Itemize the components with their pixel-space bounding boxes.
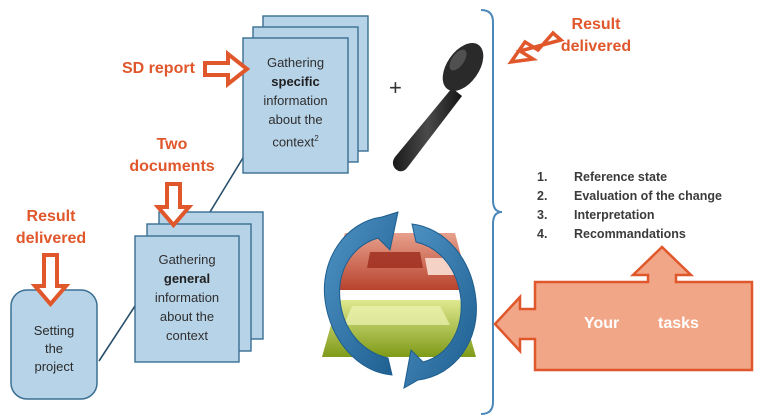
specific-doc-text: Gathering specific information about the… bbox=[243, 53, 348, 151]
task-item: 3. Interpretation bbox=[537, 206, 722, 225]
arrow-result-delivered-left bbox=[30, 253, 71, 308]
red-layer-patch-dark bbox=[367, 252, 423, 268]
task-text: Reference state bbox=[574, 170, 668, 184]
microphone-handle bbox=[392, 88, 462, 172]
task-item: 4. Recommandations bbox=[537, 225, 722, 244]
task-item: 1. Reference state bbox=[537, 168, 722, 187]
your-tasks-word-1: Your bbox=[584, 315, 620, 332]
general-doc-line-1: Gathering bbox=[158, 252, 216, 267]
your-tasks-shape bbox=[493, 245, 754, 372]
task-number: 3. bbox=[537, 208, 548, 222]
cycle-arrow-right bbox=[403, 223, 477, 389]
general-doc-page-front bbox=[134, 235, 240, 363]
general-doc-stack bbox=[134, 211, 264, 363]
setting-project-line-1: Setting bbox=[33, 323, 75, 338]
result-delivered-left-label: Result delivered bbox=[9, 206, 93, 250]
general-doc-line-5: context bbox=[166, 328, 208, 343]
general-doc-keyword: general bbox=[163, 271, 211, 286]
cycle-arrows-icon bbox=[323, 211, 477, 389]
two-documents-label: Two documents bbox=[125, 134, 219, 178]
result-delivered-left-line-1: Result bbox=[26, 208, 76, 225]
cycle-arrow-left bbox=[323, 211, 399, 376]
task-number: 4. bbox=[537, 227, 548, 241]
specific-doc-line-4: about the bbox=[268, 112, 323, 127]
task-number: 2. bbox=[537, 189, 548, 203]
task-item: 2. Evaluation of the change bbox=[537, 187, 722, 206]
specific-doc-line-1: Gathering bbox=[266, 55, 325, 70]
result-delivered-left-line-2: delivered bbox=[15, 230, 87, 247]
your-tasks-word-2: tasks bbox=[658, 315, 699, 332]
result-delivered-right-line-2: delivered bbox=[560, 38, 632, 55]
general-doc-line-4: about the bbox=[159, 309, 215, 324]
arrow-two-documents bbox=[153, 182, 194, 229]
connector-setting-to-general bbox=[98, 305, 136, 362]
microphone-head bbox=[442, 43, 484, 91]
setting-project-text: Setting the project bbox=[11, 322, 97, 376]
plus-sign: + bbox=[389, 75, 402, 100]
specific-doc-stack bbox=[242, 15, 369, 174]
task-number: 1. bbox=[537, 170, 548, 184]
general-doc-text: Gathering general information about the … bbox=[135, 250, 239, 345]
scope-bracket bbox=[480, 9, 503, 415]
general-doc-line-3: information bbox=[154, 290, 220, 305]
two-documents-line-1: Two bbox=[156, 136, 188, 153]
green-layer-highlight bbox=[344, 306, 450, 325]
task-text: Evaluation of the change bbox=[574, 189, 722, 203]
microphone-icon bbox=[392, 43, 484, 172]
task-list: 1. Reference state 2. Evaluation of the ch… bbox=[537, 168, 722, 244]
result-delivered-right-line-1: Result bbox=[571, 16, 621, 33]
specific-doc-line-5: context bbox=[272, 134, 315, 150]
specific-doc-line-3: information bbox=[263, 93, 328, 108]
sd-report-label: SD report bbox=[122, 60, 195, 77]
microphone-grille-highlight bbox=[449, 49, 467, 71]
task-text: Recommandations bbox=[574, 227, 686, 241]
specific-doc-page-front bbox=[242, 37, 349, 174]
specific-doc-footnote-mark: 2 bbox=[314, 134, 319, 143]
specific-doc-keyword: specific bbox=[271, 74, 320, 89]
setting-project-line-2: the bbox=[44, 341, 64, 356]
task-text: Interpretation bbox=[574, 208, 655, 222]
arrow-sd-report bbox=[203, 49, 251, 89]
arrow-result-delivered-right bbox=[507, 30, 565, 65]
result-delivered-right-label: Result delivered bbox=[556, 14, 636, 58]
two-documents-line-2: documents bbox=[129, 158, 215, 175]
setting-project-line-3: project bbox=[34, 359, 74, 374]
